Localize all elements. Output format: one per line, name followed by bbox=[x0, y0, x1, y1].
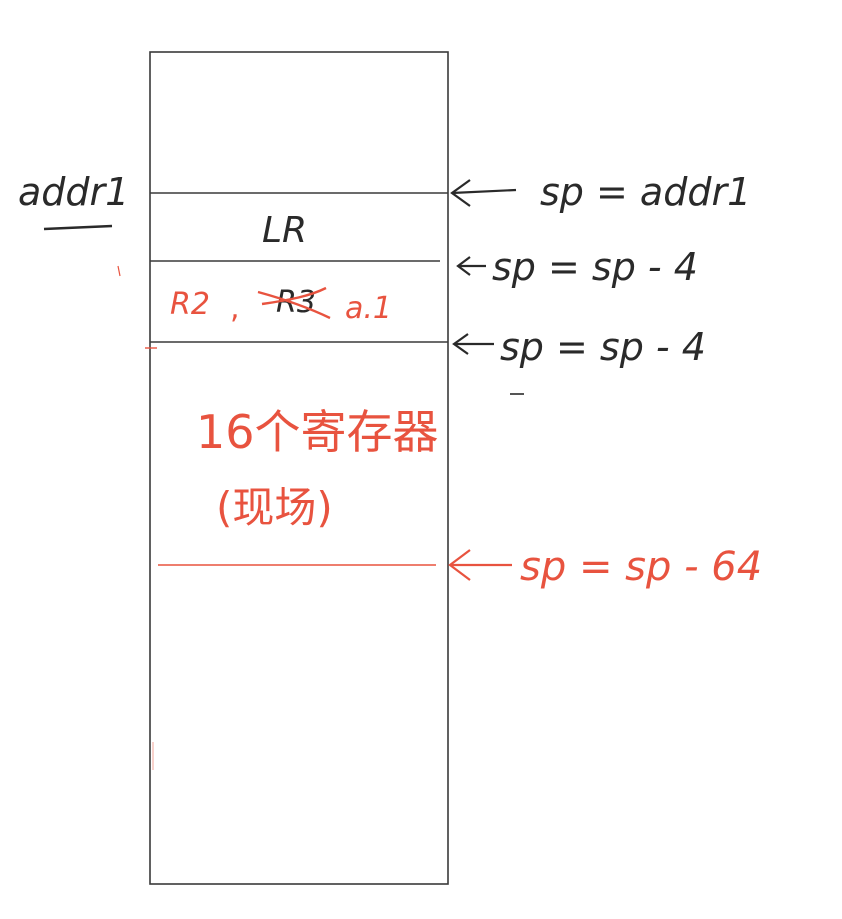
stray-tick-top bbox=[117, 265, 121, 277]
r2-slot-suffix: a.1 bbox=[345, 291, 392, 326]
arrow-sp-minus4-first bbox=[456, 256, 486, 276]
arrow-sp-addr1 bbox=[450, 179, 517, 207]
addr1-underline bbox=[43, 224, 113, 231]
r3-strike-mark bbox=[257, 286, 331, 320]
arrow-sp-minus4-second bbox=[452, 333, 494, 355]
sp-annotation-addr1: sp = addr1 bbox=[540, 170, 751, 214]
sp-annotation-minus4-first: sp = sp - 4 bbox=[492, 245, 698, 289]
r2-slot-label: R2 bbox=[170, 287, 210, 322]
sp-annotation-minus4-second: sp = sp - 4 bbox=[500, 325, 706, 369]
lr-slot-label: LR bbox=[262, 210, 307, 251]
registers-label: 16个寄存器 bbox=[196, 405, 439, 459]
addr1-label: addr1 bbox=[18, 170, 129, 214]
registers-sublabel: (现场) bbox=[216, 483, 333, 532]
sp-annotation-minus64: sp = sp - 64 bbox=[520, 544, 762, 590]
r3-struck-label: R3 bbox=[276, 285, 316, 320]
arrow-sp-minus64 bbox=[448, 549, 512, 581]
stack-frame bbox=[149, 51, 449, 885]
r2-slot-separator: , bbox=[230, 291, 240, 326]
